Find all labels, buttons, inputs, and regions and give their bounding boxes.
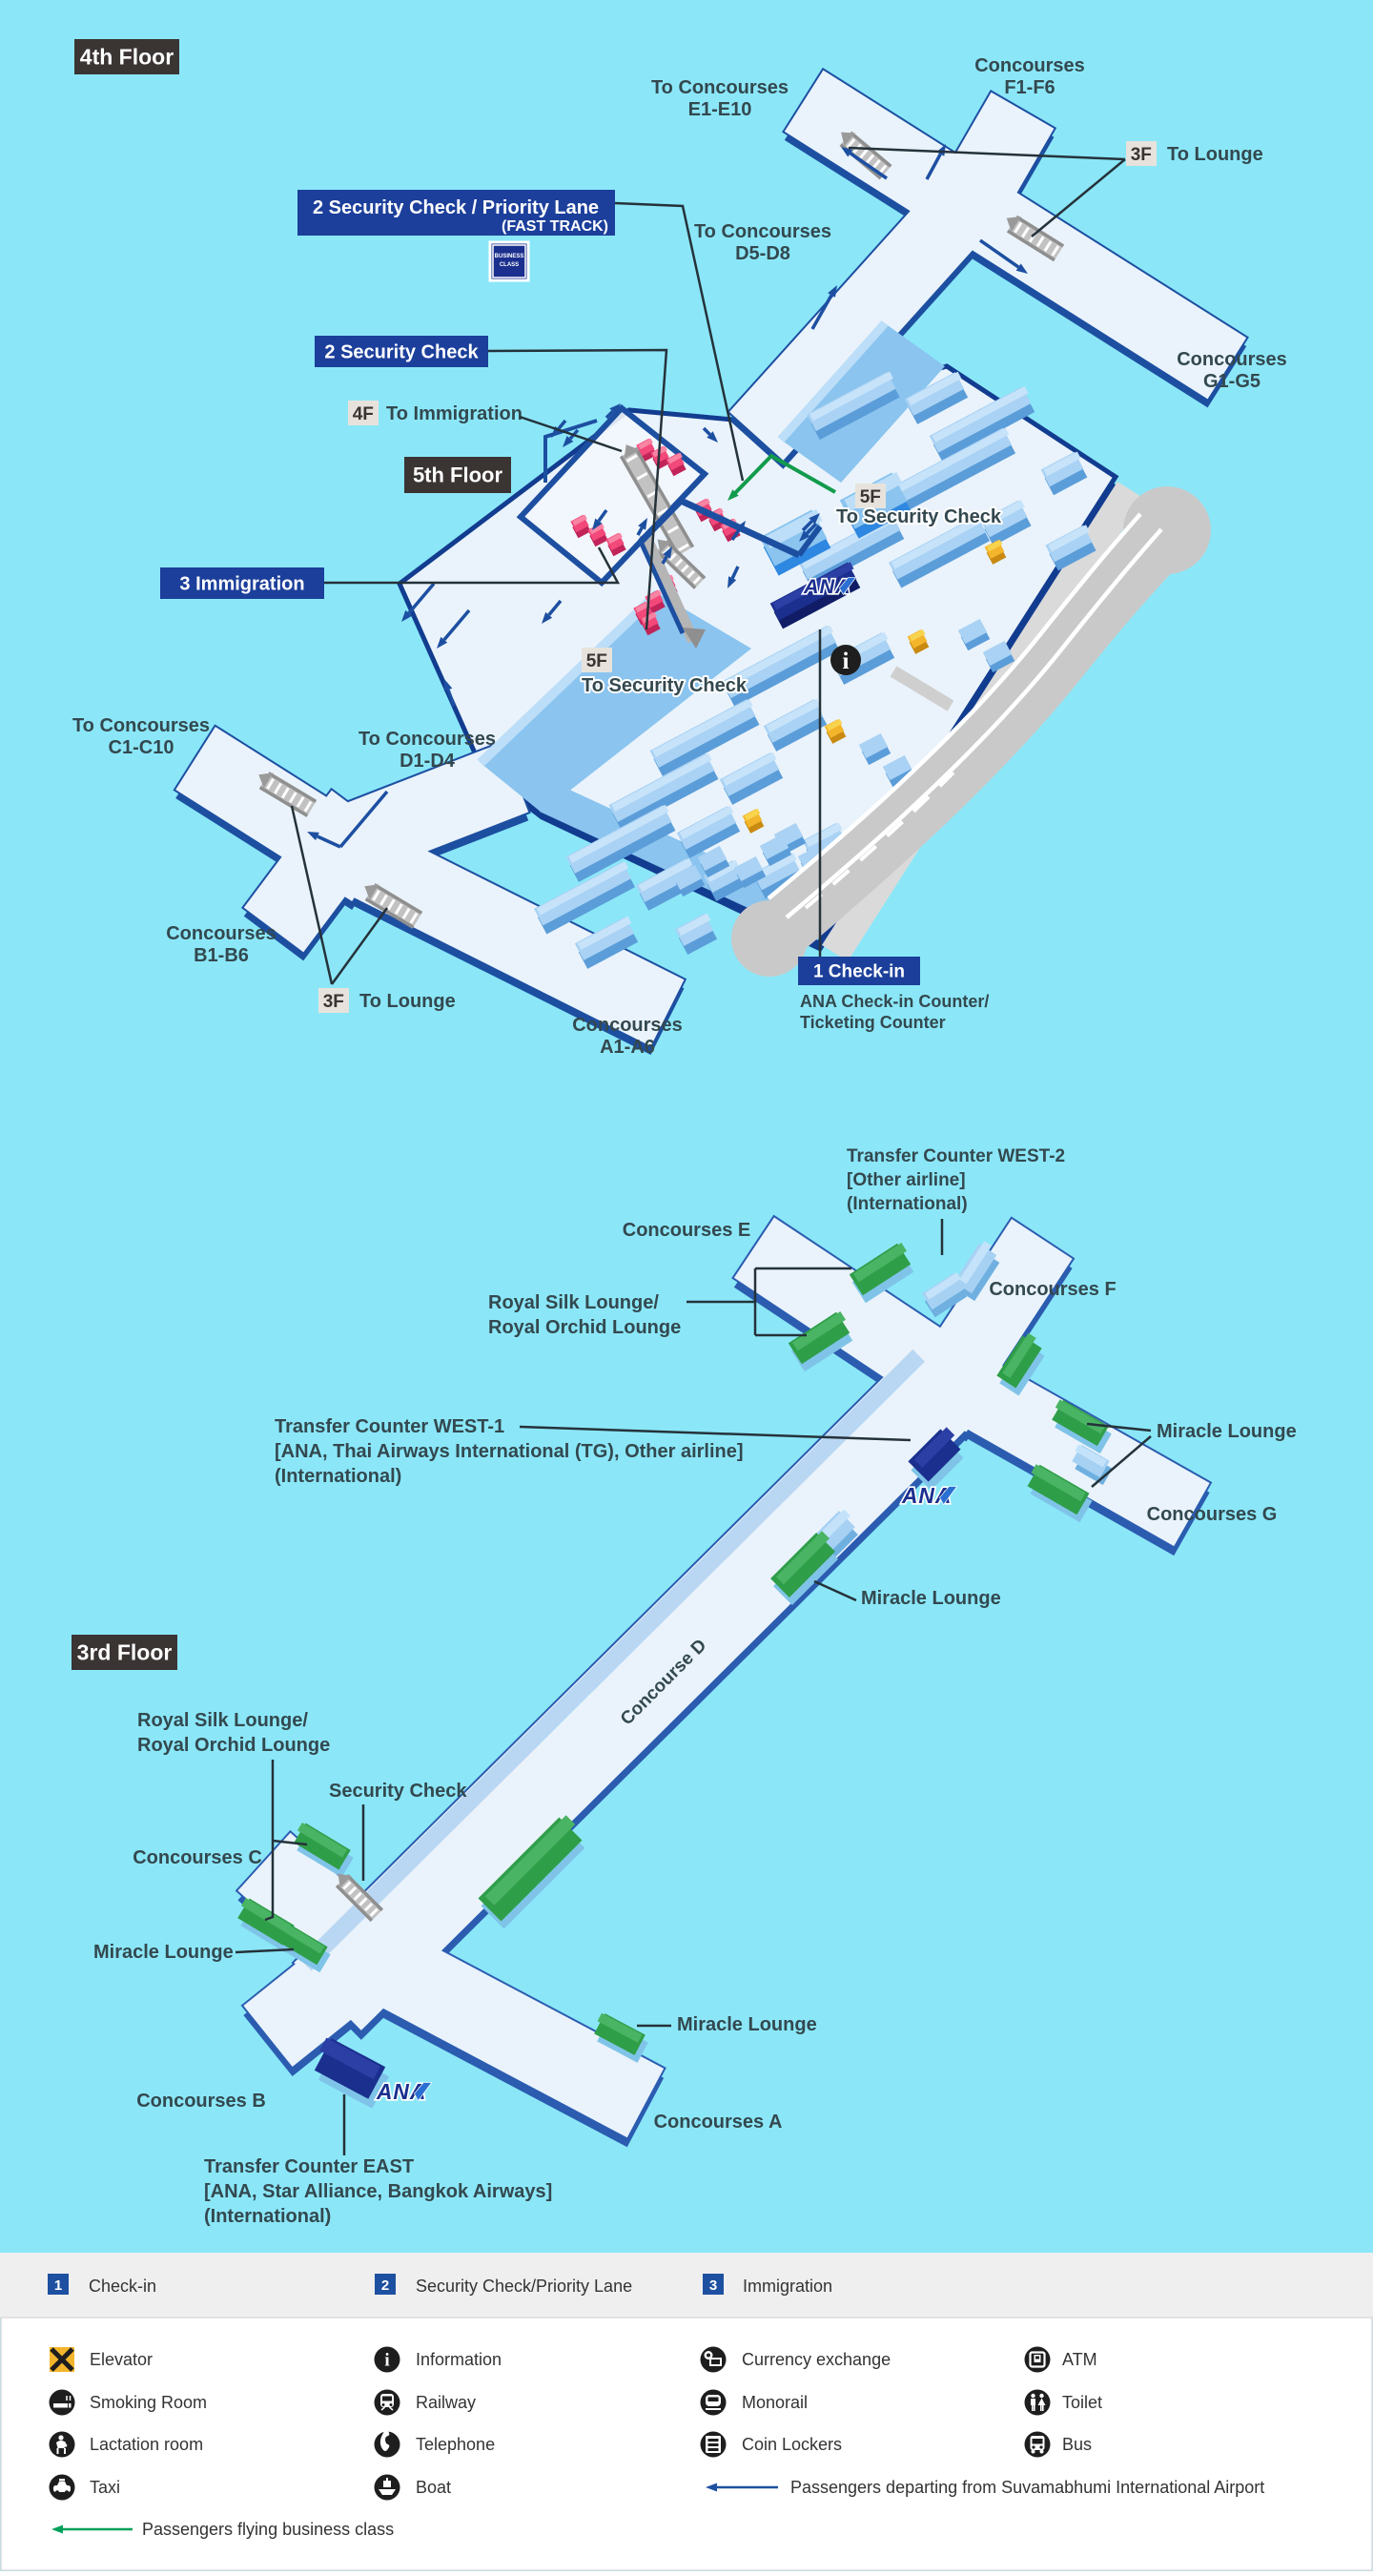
svg-text:To Security Check: To Security Check: [582, 675, 748, 696]
svg-text:ATM: ATM: [1062, 2350, 1097, 2369]
svg-text:3F: 3F: [323, 992, 344, 1012]
svg-text:Elevator: Elevator: [90, 2350, 153, 2369]
svg-text:1: 1: [54, 2277, 62, 2294]
svg-text:2: 2: [381, 2277, 389, 2294]
svg-text:To Concourses: To Concourses: [651, 77, 789, 98]
svg-text:Passengers departing from Suva: Passengers departing from Suvamabhumi In…: [790, 2478, 1264, 2497]
svg-text:Check-in: Check-in: [89, 2277, 156, 2296]
svg-text:To Concourses: To Concourses: [359, 729, 496, 750]
svg-text:Miracle Lounge: Miracle Lounge: [677, 2014, 817, 2035]
svg-text:BUSINESS: BUSINESS: [495, 254, 524, 259]
svg-text:(International): (International): [847, 1194, 968, 1214]
svg-text:Miracle Lounge: Miracle Lounge: [93, 1942, 234, 1963]
svg-text:B1-B6: B1-B6: [194, 945, 249, 966]
svg-text:3F: 3F: [1131, 145, 1152, 165]
svg-text:Concourses F: Concourses F: [989, 1279, 1116, 1300]
svg-text:[ANA, Star Alliance, Bangkok A: [ANA, Star Alliance, Bangkok Airways]: [204, 2181, 552, 2202]
svg-text:Telephone: Telephone: [416, 2435, 495, 2454]
svg-text:CLASS: CLASS: [500, 262, 519, 268]
svg-text:G1-G5: G1-G5: [1203, 371, 1260, 392]
svg-text:To Concourses: To Concourses: [72, 715, 210, 736]
svg-text:5F: 5F: [586, 651, 607, 671]
svg-text:5th Floor: 5th Floor: [413, 464, 503, 487]
svg-text:Information: Information: [416, 2350, 502, 2369]
svg-text:(International): (International): [275, 1466, 401, 1487]
svg-text:Passengers flying business cla: Passengers flying business class: [142, 2520, 394, 2539]
svg-text:Concourses: Concourses: [572, 1015, 683, 1036]
svg-text:D5-D8: D5-D8: [735, 243, 790, 264]
svg-text:(International): (International): [204, 2206, 331, 2227]
svg-text:Transfer Counter WEST-2: Transfer Counter WEST-2: [847, 1146, 1065, 1166]
svg-text:Transfer Counter WEST-1: Transfer Counter WEST-1: [275, 1416, 504, 1437]
svg-text:[ANA, Thai Airways Internation: [ANA, Thai Airways International (TG), O…: [275, 1441, 744, 1462]
svg-text:Royal Silk Lounge/: Royal Silk Lounge/: [488, 1292, 659, 1313]
svg-text:Immigration: Immigration: [743, 2277, 832, 2296]
svg-text:To Lounge: To Lounge: [1167, 144, 1263, 165]
svg-text:Smoking Room: Smoking Room: [90, 2393, 207, 2412]
svg-text:Royal Silk Lounge/: Royal Silk Lounge/: [137, 1710, 308, 1731]
svg-text:Monorail: Monorail: [742, 2393, 808, 2412]
svg-text:3 Immigration: 3 Immigration: [179, 574, 304, 595]
svg-text:Royal Orchid Lounge: Royal Orchid Lounge: [137, 1735, 330, 1756]
svg-text:3: 3: [709, 2277, 717, 2294]
svg-text:Taxi: Taxi: [90, 2478, 120, 2497]
svg-text:5F: 5F: [860, 487, 881, 507]
svg-text:i: i: [384, 2351, 389, 2371]
svg-text:i: i: [843, 649, 850, 674]
svg-text:Transfer Counter EAST: Transfer Counter EAST: [204, 2156, 414, 2177]
svg-text:Concourses C: Concourses C: [133, 1847, 262, 1868]
svg-text:Toilet: Toilet: [1062, 2393, 1102, 2412]
svg-text:Boat: Boat: [416, 2478, 451, 2497]
svg-text:Miracle Lounge: Miracle Lounge: [861, 1588, 1001, 1609]
svg-text:A1-A6: A1-A6: [600, 1037, 655, 1058]
svg-text:Currency exchange: Currency exchange: [742, 2350, 891, 2369]
svg-text:4F: 4F: [353, 404, 374, 424]
svg-text:Lactation room: Lactation room: [90, 2435, 203, 2454]
svg-text:Coin Lockers: Coin Lockers: [742, 2435, 842, 2454]
svg-text:3rd Floor: 3rd Floor: [77, 1640, 173, 1665]
svg-text:Bus: Bus: [1062, 2435, 1092, 2454]
svg-text:Concourses: Concourses: [1177, 349, 1287, 370]
svg-text:Concourses B: Concourses B: [136, 2091, 266, 2112]
svg-text:E1-E10: E1-E10: [688, 99, 752, 120]
svg-text:2 Security Check: 2 Security Check: [324, 342, 479, 363]
svg-text:Concourses: Concourses: [166, 923, 277, 944]
svg-text:Security Check/Priority Lane: Security Check/Priority Lane: [416, 2277, 632, 2296]
svg-text:(FAST TRACK): (FAST TRACK): [502, 218, 608, 235]
svg-text:Concourses A: Concourses A: [654, 2112, 783, 2133]
svg-text:Security Check: Security Check: [329, 1781, 467, 1802]
svg-text:To Concourses: To Concourses: [694, 221, 831, 242]
svg-text:To Immigration: To Immigration: [386, 403, 523, 424]
svg-text:Concourses G: Concourses G: [1147, 1504, 1278, 1525]
svg-text:Miracle Lounge: Miracle Lounge: [1157, 1421, 1297, 1442]
svg-text:Royal Orchid Lounge: Royal Orchid Lounge: [488, 1317, 681, 1338]
svg-text:To Security Check: To Security Check: [836, 506, 1002, 527]
svg-text:Railway: Railway: [416, 2393, 476, 2412]
svg-text:D1-D4: D1-D4: [400, 751, 456, 772]
svg-text:Concourses: Concourses: [974, 55, 1085, 76]
svg-text:To Lounge: To Lounge: [359, 991, 456, 1012]
svg-text:2 Security Check / Priority La: 2 Security Check / Priority Lane: [313, 197, 599, 218]
svg-text:[Other airline]: [Other airline]: [847, 1170, 966, 1190]
svg-text:1 Check-in: 1 Check-in: [813, 962, 905, 982]
svg-text:4th Floor: 4th Floor: [80, 45, 174, 70]
svg-text:ANA Check-in Counter/: ANA Check-in Counter/: [800, 992, 989, 1011]
svg-text:Ticketing Counter: Ticketing Counter: [800, 1013, 946, 1032]
svg-text:F1-F6: F1-F6: [1004, 77, 1055, 98]
svg-text:C1-C10: C1-C10: [109, 737, 174, 758]
svg-text:Concourses E: Concourses E: [623, 1220, 750, 1241]
